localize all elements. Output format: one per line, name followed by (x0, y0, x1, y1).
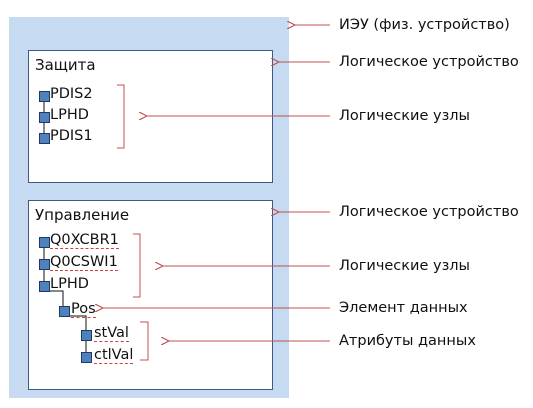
logical-device-title: Защита (35, 56, 96, 74)
data-attribute-icon (81, 352, 92, 363)
data-object: Pos (71, 301, 96, 318)
logical-node: Q0XCBR1 (50, 232, 119, 249)
logical-node: PDIS2 (50, 86, 93, 102)
data-object-icon (59, 306, 70, 317)
node-icon (39, 237, 50, 248)
node-icon (39, 133, 50, 144)
node-icon (39, 259, 50, 270)
bracket-ln-1 (117, 84, 125, 149)
logical-node: LPHD (50, 276, 89, 292)
logical-node: LPHD (50, 107, 89, 123)
data-attribute: ctlVal (94, 347, 134, 364)
data-attributes-label: Атрибуты данных (339, 333, 476, 349)
bracket-da (140, 321, 149, 361)
node-icon (39, 91, 50, 102)
bracket-ln-2 (133, 233, 141, 298)
ied-label: ИЭУ (физ. устройство) (339, 17, 510, 33)
logical-device-label: Логическое устройство (339, 54, 519, 70)
logical-device-title: Управление (35, 206, 130, 224)
logical-device-control (28, 200, 273, 390)
logical-node: PDIS1 (50, 128, 93, 144)
data-attribute-icon (81, 330, 92, 341)
logical-nodes-label: Логические узлы (339, 108, 470, 124)
logical-device-label: Логическое устройство (339, 204, 519, 220)
logical-node: Q0CSWI1 (50, 254, 118, 271)
data-object-label: Элемент данных (339, 300, 468, 316)
logical-nodes-label: Логические узлы (339, 258, 470, 274)
node-icon (39, 112, 50, 123)
node-icon (39, 281, 50, 292)
data-attribute: stVal (94, 325, 129, 342)
